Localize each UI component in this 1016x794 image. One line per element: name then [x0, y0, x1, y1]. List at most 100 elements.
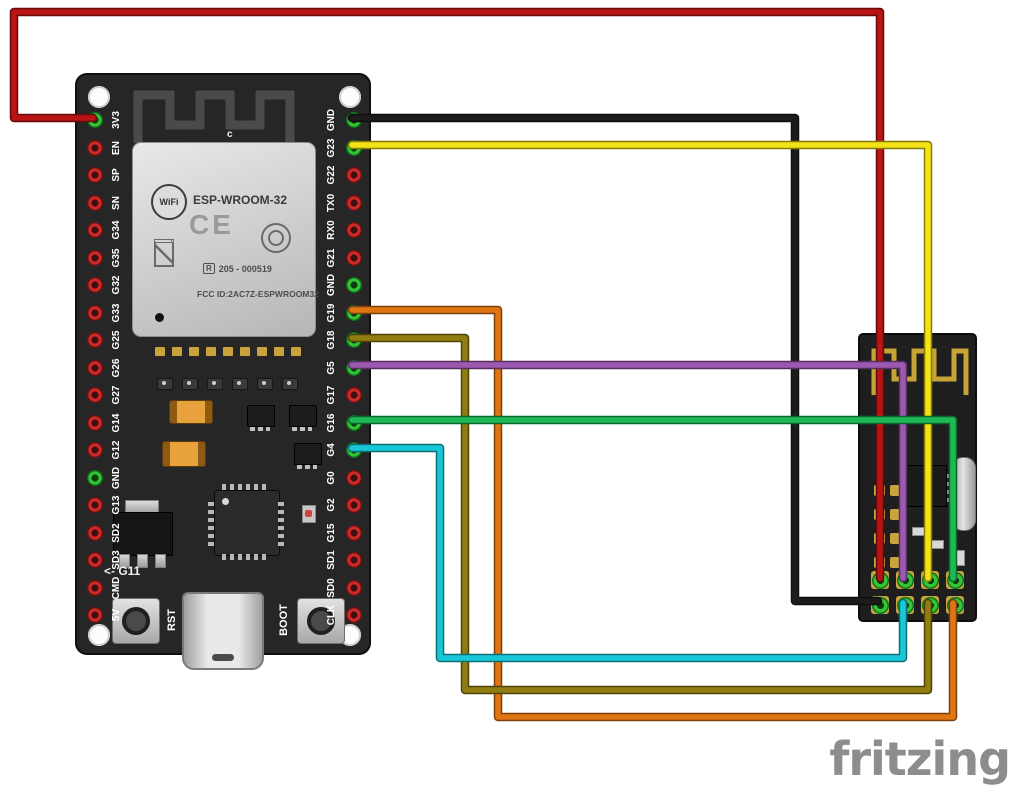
mounting-hole	[339, 86, 361, 108]
esp32-pin-left-g34[interactable]	[87, 222, 103, 238]
esp32-pin-right-gnd[interactable]	[346, 277, 362, 293]
micro-usb-connector	[182, 592, 264, 670]
telec-cert-line: R 205 - 000519	[203, 263, 272, 274]
esp32-pin-left-en[interactable]	[87, 139, 103, 156]
wifi-logo-icon: WiFi	[151, 184, 187, 220]
esp32-pin-right-g17[interactable]	[346, 387, 362, 403]
gold-pad	[240, 347, 250, 356]
esp32-pin-left-cmd[interactable]	[87, 579, 103, 596]
smd-part	[207, 378, 223, 390]
fritzing-logo: fritzing	[829, 732, 1011, 786]
esp32-pin-label: 5V	[111, 608, 122, 622]
wire-g16[interactable]	[347, 415, 958, 583]
smd-part	[157, 378, 173, 390]
gold-pad	[155, 347, 165, 356]
regulator-leg	[137, 554, 148, 568]
esp32-pin-left-g14[interactable]	[87, 414, 103, 431]
esp32-pin-left-g25[interactable]	[87, 332, 103, 348]
esp32-pin-left-sd3[interactable]	[87, 552, 103, 568]
gold-pad	[257, 347, 267, 356]
esp32-pin-label: CLK	[326, 604, 337, 626]
rst-label: RST	[166, 609, 178, 631]
boot-button[interactable]	[297, 598, 345, 644]
esp32-pin-left-sn[interactable]	[87, 194, 103, 211]
module-label: ESP-WROOM-32	[193, 193, 288, 207]
capacitor	[169, 400, 213, 424]
gold-pad	[890, 509, 901, 520]
chip-pins	[278, 498, 284, 546]
transistor	[289, 405, 317, 431]
esp32-pin-right-sd1[interactable]	[346, 552, 362, 568]
gold-pad	[189, 347, 199, 356]
weee-bin-icon	[154, 239, 174, 267]
smd-part	[182, 378, 198, 390]
esp32-pin-left-sp[interactable]	[87, 167, 103, 183]
esp-wroom-32-shield: WiFi ESP-WROOM-32 CE R 205 - 000519 FCC …	[132, 142, 319, 337]
wire-power-3v3[interactable]	[9, 7, 885, 583]
boot-button-cap[interactable]	[307, 607, 335, 635]
esp32-pin-right-clk[interactable]	[346, 607, 362, 623]
esp32-pin-right-sd0[interactable]	[346, 579, 362, 596]
esp32-pin-right-rx0[interactable]	[346, 222, 362, 238]
cert-wave-icon	[261, 223, 291, 253]
rst-button[interactable]	[112, 598, 160, 644]
esp32-pin-left-g33[interactable]	[87, 304, 103, 321]
chip-pins	[208, 498, 214, 546]
wire-g23[interactable]	[347, 140, 933, 583]
wire-g5[interactable]	[347, 360, 908, 583]
esp32-pin-right-g15[interactable]	[346, 524, 362, 541]
r-mark: R	[203, 263, 215, 274]
smd-part	[257, 378, 273, 390]
boot-label: BOOT	[278, 604, 290, 636]
esp32-pin-left-g13[interactable]	[87, 497, 103, 513]
esp32-pin-left-g32[interactable]	[87, 277, 103, 293]
gold-pad	[890, 557, 901, 568]
pin1-dot	[155, 313, 164, 322]
esp32-pin-left-g27[interactable]	[87, 387, 103, 403]
esp32-pin-right-tx0[interactable]	[346, 194, 362, 211]
esp32-pin-left-g26[interactable]	[87, 359, 103, 376]
fcc-line: FCC ID:2AC7Z-ESPWROOM32	[197, 289, 319, 299]
mounting-hole	[88, 86, 110, 108]
gold-pad	[172, 347, 182, 356]
usb-uart-chip	[214, 490, 280, 556]
esp32-pin-left-g35[interactable]	[87, 249, 103, 266]
transistor	[247, 405, 275, 431]
chip-pins	[222, 554, 270, 560]
led	[302, 505, 316, 523]
capacitor	[162, 441, 206, 467]
silkscreen-c: c	[227, 129, 233, 140]
gold-pad	[223, 347, 233, 356]
wire-g18[interactable]	[347, 333, 933, 695]
smd-part	[282, 378, 298, 390]
esp32-board[interactable]: c WiFi ESP-WROOM-32 CE R 205 - 000519 FC…	[75, 73, 371, 670]
cert-number: 205 - 000519	[218, 263, 272, 274]
gold-pad	[274, 347, 284, 356]
wire-ground[interactable]	[347, 113, 883, 606]
chip-pins	[222, 484, 270, 490]
usb-slot	[212, 654, 234, 661]
wire-g19[interactable]	[347, 305, 958, 722]
regulator-leg	[119, 554, 130, 568]
esp32-pin-left-sd2[interactable]	[87, 524, 103, 541]
g11-label: <- G11	[104, 564, 141, 578]
wire-g4[interactable]	[347, 443, 908, 663]
esp32-pin-right-g2[interactable]	[346, 497, 362, 513]
esp32-pin-left-gnd[interactable]	[87, 469, 103, 486]
esp32-pin-right-g0[interactable]	[346, 469, 362, 486]
rst-button-cap[interactable]	[122, 607, 150, 635]
ce-mark: CE	[189, 209, 234, 240]
smd-part	[232, 378, 248, 390]
gold-pad	[206, 347, 216, 356]
esp32-pin-right-g22[interactable]	[346, 167, 362, 183]
esp32-pin-right-g21[interactable]	[346, 249, 362, 266]
transistor	[294, 443, 322, 469]
pcb-antenna-icon	[133, 90, 295, 143]
gold-pad	[291, 347, 301, 356]
esp32-pin-left-5v[interactable]	[87, 607, 103, 623]
mounting-hole	[88, 624, 110, 646]
esp32-pin-left-g12[interactable]	[87, 442, 103, 458]
gold-pad	[890, 533, 901, 544]
